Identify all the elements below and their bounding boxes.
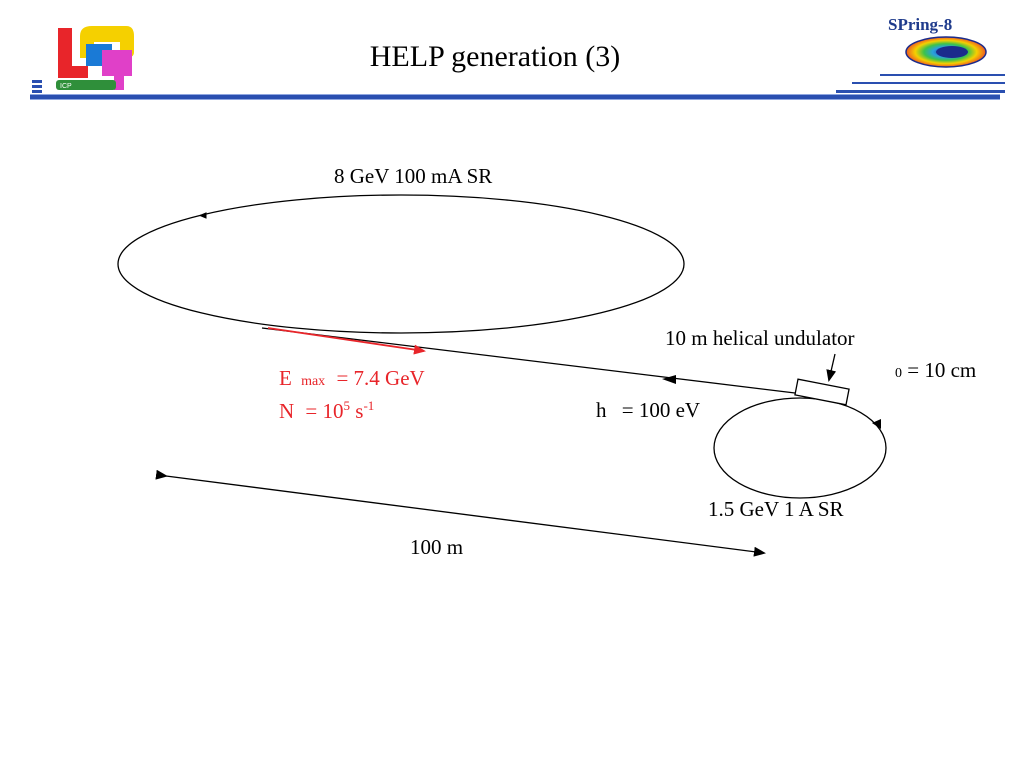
large-ring-label: 8 GeV 100 mA SR (334, 164, 493, 188)
undulator-pointer-arrow (826, 353, 837, 382)
logo-icp: ICP (32, 26, 134, 93)
flux-exponent: 5 (343, 398, 351, 413)
helical-undulator-box (794, 378, 850, 406)
slide-title: HELP generation (3) (369, 40, 621, 73)
distance-label: 100 m (410, 535, 464, 559)
logo-left-lettering: ICP (60, 83, 72, 90)
emax-label: E max = 7.4 GeV (279, 366, 425, 391)
wavelength-label: 0 = 10 cm (895, 358, 976, 383)
small-ring-label: 1.5 GeV 1 A SR (708, 497, 844, 521)
wavelength-subscript: 0 (895, 366, 902, 381)
photon-beam-arrow (662, 375, 676, 384)
flux-unit: s (350, 399, 364, 423)
photon-energy-symbol: h (596, 398, 607, 422)
flux-label: N = 105 s-1 (279, 398, 374, 424)
red-beam-arrow (267, 327, 426, 355)
logo-right-lettering: SPring-8 (888, 15, 952, 34)
flux-symbol: N (279, 399, 295, 423)
flux-unit-exponent: -1 (363, 398, 375, 413)
large-ring-direction-arrow (198, 212, 207, 219)
undulator-label: 10 m helical undulator (665, 326, 855, 350)
flux-value: = 10 (305, 399, 344, 423)
emax-subscript: max (301, 374, 326, 389)
small-ring-direction-arrow (872, 419, 881, 429)
logo-spring8: SPring-8 (836, 15, 1005, 93)
wavelength-value: = 10 cm (907, 358, 977, 382)
small-storage-ring (713, 397, 887, 499)
photon-energy-value: = 100 eV (621, 398, 701, 422)
emax-symbol: E (279, 366, 292, 390)
photon-energy-label: h = 100 eV (596, 398, 700, 423)
photon-beam-line (261, 327, 796, 394)
distance-arrow (155, 469, 766, 557)
emax-value: = 7.4 GeV (336, 366, 425, 390)
header-band (30, 94, 1000, 100)
large-storage-ring (117, 194, 685, 334)
